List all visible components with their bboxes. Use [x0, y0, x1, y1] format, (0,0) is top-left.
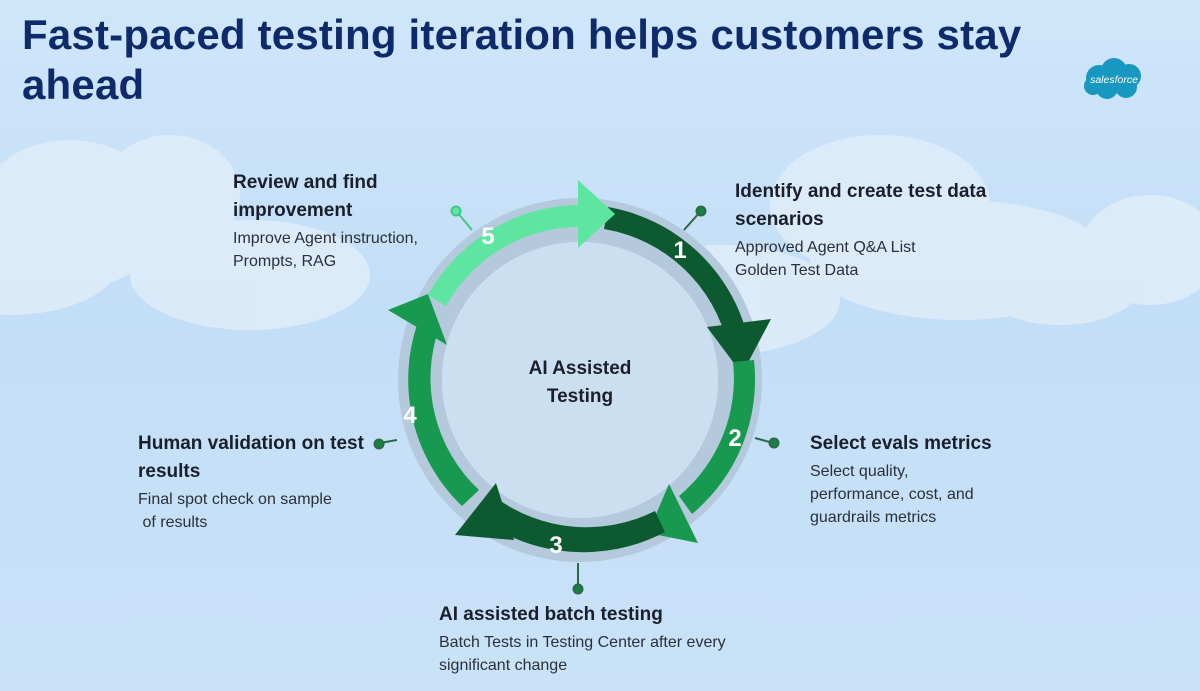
cycle-inner-disc [442, 242, 718, 518]
connector-dot-5 [450, 205, 462, 217]
segment-4-arrowhead [388, 294, 447, 345]
step-4-callout: Human validation on test results Final s… [138, 430, 398, 534]
step-4-description: Final spot check on sample of results [138, 491, 332, 531]
connector-dot-3 [572, 583, 584, 595]
salesforce-logo: salesforce [1081, 56, 1147, 102]
step-3-title: AI assisted batch testing [439, 604, 663, 625]
page-title: Fast-paced testing iteration helps custo… [22, 11, 1022, 108]
segment-5-arc [428, 204, 585, 306]
step-1-description: Approved Agent Q&A List Golden Test Data [735, 239, 916, 279]
step-1-callout: Identify and create test data scenarios … [735, 178, 995, 282]
step-4-title: Human validation on test results [138, 433, 364, 482]
step-5-callout: Review and find improvement Improve Agen… [233, 169, 473, 273]
step-1-number: 1 [673, 237, 686, 264]
step-5-title: Review and find improvement [233, 172, 378, 221]
step-5-number: 5 [481, 223, 494, 250]
step-2-number: 2 [728, 425, 741, 452]
step-4-number: 4 [403, 402, 417, 429]
connector-dot-4 [373, 438, 385, 450]
step-3-number: 3 [549, 532, 562, 559]
svg-text:salesforce: salesforce [1090, 74, 1138, 86]
segment-5-arrowhead [578, 180, 615, 248]
step-2-description: Select quality, performance, cost, and g… [810, 463, 974, 526]
segment-1-arrowhead [707, 319, 771, 374]
step-1-title: Identify and create test data scenarios [735, 181, 987, 230]
step-3-description: Batch Tests in Testing Center after ever… [439, 634, 726, 674]
step-2-title: Select evals metrics [810, 433, 992, 454]
step-2-callout: Select evals metrics Select quality, per… [810, 430, 1060, 529]
segment-2-arc [679, 360, 756, 514]
segment-3-arrowhead [455, 483, 514, 540]
step-5-description: Improve Agent instruction, Prompts, RAG [233, 230, 418, 270]
cycle-center-label: AI Assisted Testing [528, 358, 632, 407]
segment-3-arc [478, 497, 665, 553]
step-3-callout: AI assisted batch testing Batch Tests in… [439, 601, 799, 677]
segment-4-arc [408, 322, 479, 506]
connector-dot-1 [695, 205, 707, 217]
connector-dot-2 [768, 437, 780, 449]
